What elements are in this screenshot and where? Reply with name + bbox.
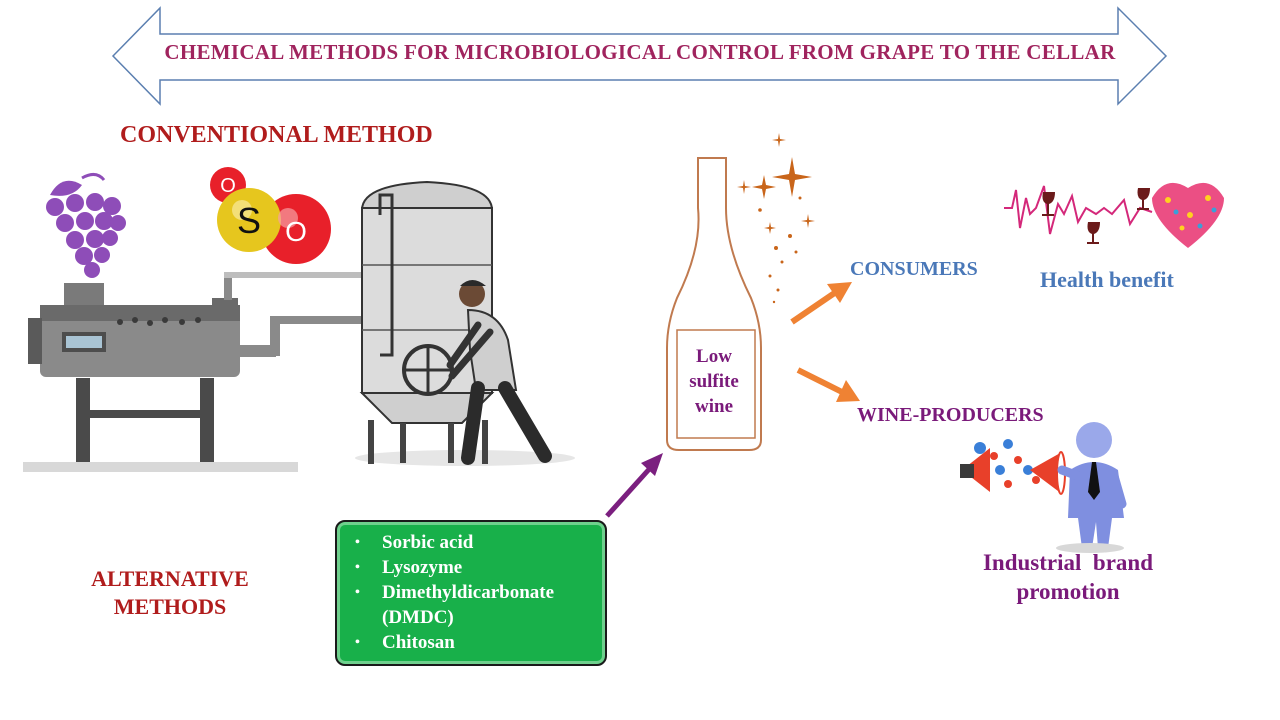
molecule-atom-o: O [220, 175, 236, 197]
alternative-methods-label: ALTERNATIVE METHODS [60, 565, 280, 621]
alternative-method-item: Dimethyldicarbonate (DMDC) [337, 580, 605, 630]
banner-double-arrow [111, 6, 1168, 106]
alternative-method-item: Sorbic acid [337, 530, 605, 555]
banner-title: CHEMICAL METHODS FOR MICROBIOLOGICAL CON… [164, 40, 1116, 64]
arrow-to-bottle [605, 453, 663, 518]
arrow-to-consumers [790, 282, 852, 325]
arrow-to-producers [796, 367, 860, 402]
bottle-label-text: Low sulfite wine [676, 344, 752, 419]
sparkles-icon [737, 133, 815, 304]
fermentation-tank-icon [355, 180, 575, 466]
alternative-method-item: Chitosan [337, 630, 605, 655]
destemmer-machine-icon [23, 272, 365, 472]
wine-producers-label: WINE-PRODUCERS [857, 404, 1044, 426]
brand-promotion-label: Industrial brand promotion [958, 548, 1178, 606]
alternative-method-item: Lysozyme [337, 555, 605, 580]
worker-icon [446, 280, 552, 465]
alternative-label-line: ALTERNATIVE [91, 566, 249, 591]
brand-promotion-line: promotion [1016, 579, 1120, 604]
bottle-label-line: wine [695, 396, 733, 417]
grapes-icon [46, 173, 126, 278]
wine-bottle-icon [666, 157, 762, 451]
health-benefit-label: Health benefit [1040, 267, 1174, 292]
brand-promotion-line: Industrial brand [982, 550, 1153, 575]
molecule-atom-o: O [285, 216, 307, 247]
alternative-methods-list: Sorbic acid Lysozyme Dimethyldicarbonate… [337, 522, 605, 655]
bottle-label-line: sulfite [689, 371, 739, 392]
so2-molecule-icon: S O O [210, 167, 331, 264]
consumers-label: CONSUMERS [850, 258, 978, 280]
heartbeat-wine-icon [1004, 182, 1224, 248]
molecule-atom-s: S [237, 200, 261, 241]
bottle-label-line: Low [696, 346, 732, 367]
conventional-method-label: CONVENTIONAL METHOD [120, 122, 433, 148]
megaphone-businessman-icon [960, 422, 1127, 553]
alternative-methods-box: Sorbic acid Lysozyme Dimethyldicarbonate… [335, 520, 607, 666]
alternative-label-line: METHODS [113, 594, 227, 619]
